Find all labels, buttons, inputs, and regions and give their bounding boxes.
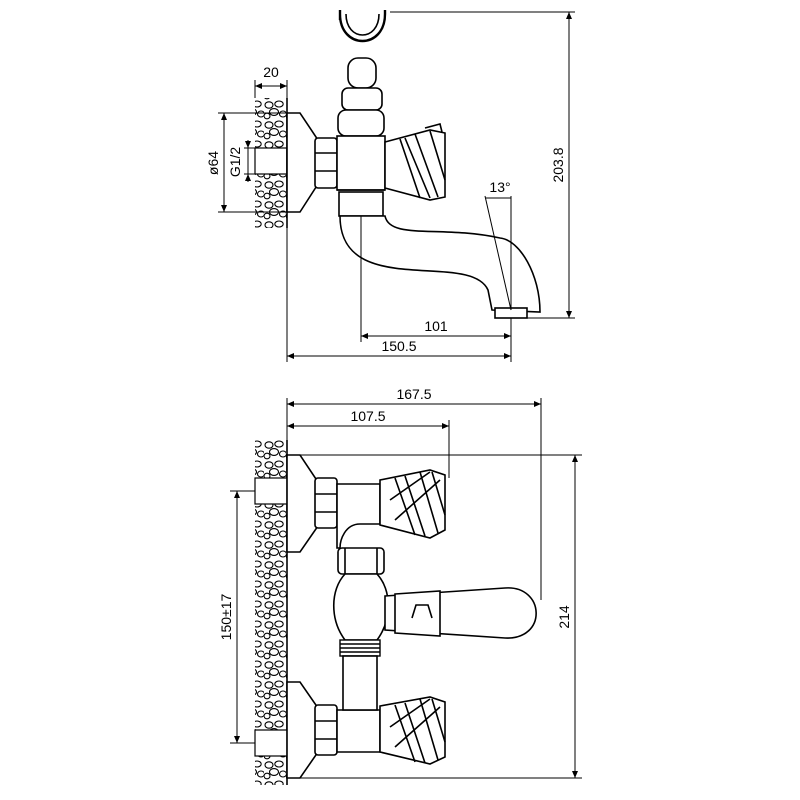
wall-pipe-upper: [254, 477, 288, 505]
dim-label-total-depth: 150.5: [381, 338, 416, 354]
dim-flange-dia: ø64: [205, 112, 287, 213]
dim-total-depth: 150.5: [286, 228, 512, 362]
dim-spout-reach: 101: [360, 216, 512, 342]
handle-top: [384, 129, 446, 201]
spout-collar-front: [394, 590, 441, 637]
dim-label-height-top: 203.8: [550, 147, 566, 182]
mixer-body-top: [336, 135, 386, 191]
central-body: [333, 573, 389, 641]
hex-nut-top: [314, 137, 338, 189]
flange-upper: [286, 454, 319, 553]
dim-label-flange-dia: ø64: [205, 151, 221, 175]
flange-lower: [286, 681, 319, 779]
wall-pipe-lower: [254, 729, 288, 757]
dim-label-spout-angle: 13°: [489, 179, 510, 195]
hex-nut-upper: [314, 477, 338, 529]
front-view: 167.5 107.5 150±17 214: [218, 386, 582, 785]
central-lower-body: [342, 655, 378, 711]
holder-stem: [347, 57, 377, 89]
hex-nut-lower: [314, 704, 338, 756]
diverter-ring: [337, 109, 385, 137]
dim-thread: G1/2: [227, 140, 255, 182]
dim-label-spout-reach: 101: [424, 318, 448, 334]
holder-collar: [341, 87, 383, 111]
dim-handle-reach: 107.5: [287, 408, 450, 478]
spout-collar-top: [338, 191, 384, 217]
dim-label-height-front: 214: [556, 605, 572, 629]
dim-label-wall-depth: 20: [263, 64, 279, 80]
dim-total-width: 167.5: [286, 386, 542, 600]
shower-holder: [338, 10, 387, 42]
wall-pipe-top: [254, 147, 288, 175]
dim-height-top: 203.8: [390, 11, 575, 319]
dim-spout-angle: 13°: [484, 179, 512, 311]
arm-upper: [336, 483, 381, 549]
dim-label-center-distance: 150±17: [218, 593, 234, 640]
dim-label-handle-reach: 107.5: [350, 408, 385, 424]
arm-lower: [336, 709, 381, 753]
flange-top: [286, 112, 319, 213]
top-view: 20 ø64 G1/2 13°: [205, 10, 575, 362]
dim-height-front: 214: [300, 454, 582, 779]
dim-label-thread: G1/2: [227, 147, 243, 178]
spout-top: [339, 215, 541, 313]
dim-center-distance: 150±17: [218, 490, 255, 744]
dim-label-total-width: 167.5: [396, 386, 431, 402]
dim-wall-depth: 20: [254, 64, 288, 98]
